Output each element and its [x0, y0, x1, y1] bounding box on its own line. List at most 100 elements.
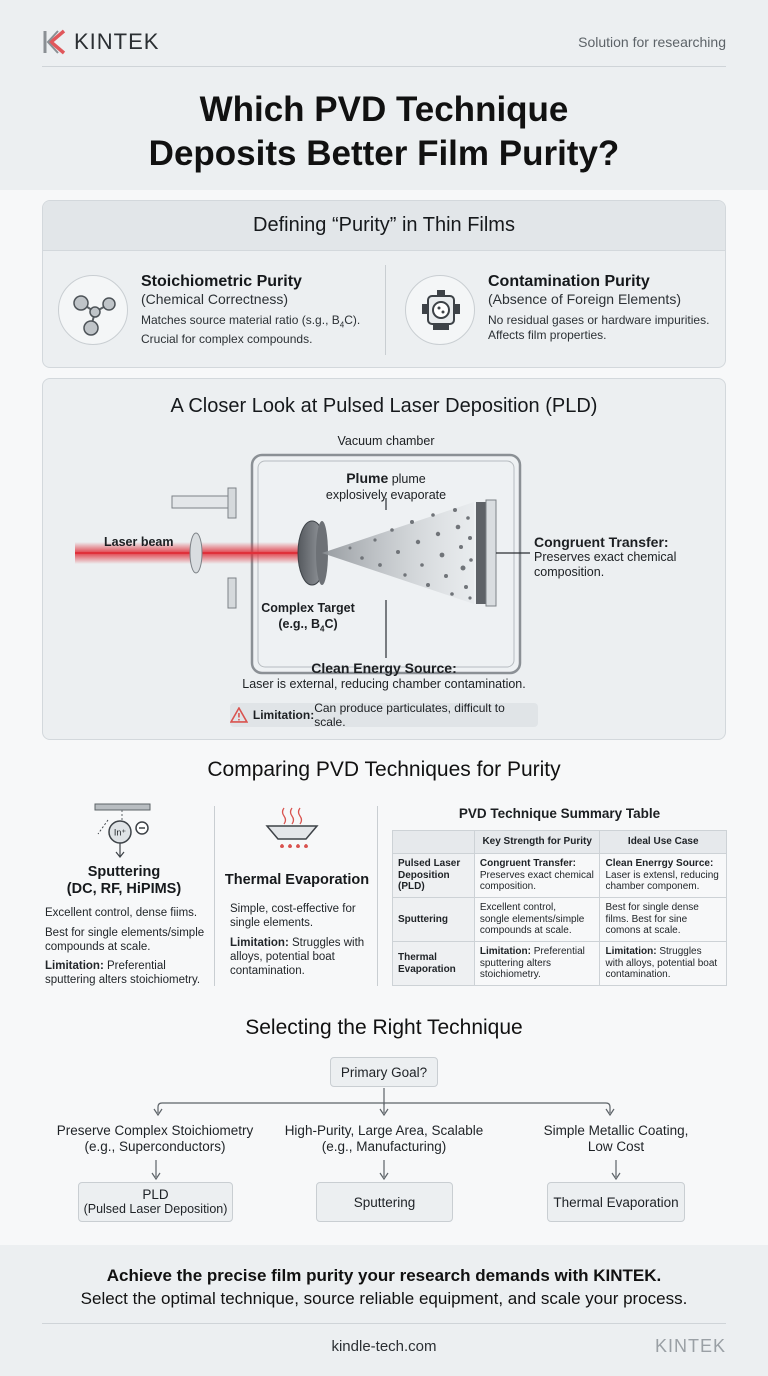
cell-line: compounds at scale. [479, 925, 572, 937]
cell-bold: Limitation: [605, 946, 657, 958]
divider [42, 1323, 726, 1324]
thermal-text1a: Simple, cost-effective for [230, 903, 356, 915]
table-row: Sputtering Excellent control, songle ele… [392, 897, 727, 942]
table-header [392, 830, 475, 854]
contam-subtitle: (Absence of Foreign Elements) [488, 291, 681, 307]
compare-heading: Comparing PVD Techniques for Purity [207, 758, 561, 781]
header-band [0, 0, 768, 190]
target-label: Complex Target (e.g., B4C) [258, 600, 358, 638]
sputtering-text1: Excellent control, dense fiims. [45, 907, 198, 919]
branch-label-line: High-Purity, Large Area, Scalable [284, 1123, 484, 1138]
section-heading: Defining “Purity” in Thin Films [253, 214, 515, 236]
cell-bold: Congruent Transfer: [479, 858, 576, 870]
clean-desc: Laser is external, reducing chamber cont… [242, 677, 526, 691]
table-header: Key Strength for Purity [473, 830, 601, 854]
result-label: Thermal Evaporation [553, 1194, 679, 1210]
table-cell: Congruent Transfer: Preserves exact chem… [473, 853, 601, 898]
congruent-line2: composition. [534, 565, 605, 579]
row-name: Thermal Evaporation [392, 941, 475, 986]
clean-title: Clean Energy Source: [311, 660, 457, 676]
cell-line: Laser is extensl, reducing [605, 869, 719, 881]
stoich-desc-pre: Matches source material ratio (s.g., B [141, 313, 340, 327]
thermal-title: Thermal Evaporation [224, 872, 370, 888]
branch-label-line: Low Cost [587, 1139, 645, 1154]
branch-label-line: Preserve Complex Stoichiometry [56, 1123, 254, 1138]
table-cell: Limitation: Struggles with alloys, poten… [599, 941, 727, 986]
stoichiometric-purity: Stoichiometric Purity (Chemical Correctn… [141, 273, 381, 347]
cell-rest: Preferential [530, 946, 585, 958]
target-line2-post: C) [324, 617, 338, 631]
cell-rest: Struggles [656, 946, 702, 958]
cell-line: stoichiometry. [479, 969, 541, 981]
table-cell: Best for single dense films. Best for si… [599, 897, 727, 942]
branch-label-stoichiometry: Preserve Complex Stoichiometry (e.g., Su… [50, 1123, 260, 1155]
flow-connectors [151, 1088, 621, 1181]
row-name: Sputtering [392, 897, 475, 942]
laser-label: Laser beam [104, 535, 174, 549]
target-line1: Complex Target [261, 601, 355, 615]
sputtering-title-line2: (DC, RF, HiPIMS) [66, 881, 182, 897]
clean-energy: Clean Energy Source: Laser is external, … [200, 660, 568, 692]
sputtering-title: Sputtering (DC, RF, HiPIMS) [42, 864, 206, 898]
panel-header: Defining “Purity” in Thin Films [43, 201, 725, 251]
contam-desc: No residual gases or hardware impurities… [488, 313, 723, 343]
cell-line: Excellent control, [479, 902, 557, 914]
cell-bold: Limitation: [479, 946, 531, 958]
branch-label-line: Simple Metallic Coating, [543, 1123, 689, 1138]
footer-band [0, 1245, 768, 1376]
table-header: Ideal Use Case [599, 830, 727, 854]
divider [42, 66, 726, 67]
table-title: PVD Technique Summary Table [458, 806, 661, 821]
cta-line1: Achieve the precise film purity your res… [106, 1266, 662, 1285]
table-row: Pulsed Laser Deposition (PLD) Congruent … [392, 853, 727, 898]
summary-table: Key Strength for Purity Ideal Use Case P… [392, 830, 727, 986]
sputtering-text2a: Best for single elements/simple [45, 927, 205, 939]
cell-line: Best for single dense [605, 902, 699, 914]
table-header-row: Key Strength for Purity Ideal Use Case [392, 830, 727, 854]
cell-line: comons at scale. [605, 925, 681, 937]
row-name: Pulsed Laser Deposition (PLD) [392, 853, 475, 898]
substrate [476, 502, 486, 604]
column-divider [377, 806, 378, 986]
limitation-text: Can produce particulates, difficult to s… [314, 701, 505, 729]
thermal-evaporation-icon [265, 807, 319, 848]
stoich-desc-post: C). [344, 313, 361, 327]
cell-line: chamber componem. [605, 881, 700, 893]
row-name-line: Sputtering [398, 913, 448, 925]
branch-label-line: (e.g., Superconductors) [84, 1139, 226, 1154]
page-title: Which PVD Technique Deposits Better Film… [60, 88, 708, 176]
cell-line: composition. [479, 881, 537, 893]
branch-label-scalable: High-Purity, Large Area, Scalable (e.g.,… [274, 1123, 494, 1155]
target-line2-pre: (e.g., B [278, 617, 320, 631]
cell-bold: Clean Enerrgy Source: [605, 858, 714, 870]
limitation-badge: Limitation: Can produce particulates, di… [230, 701, 538, 729]
contam-title: Contamination Purity [488, 273, 650, 290]
table-cell: Excellent control, songle elements/simpl… [473, 897, 601, 942]
sputtering-limit-label: Limitation: [45, 960, 104, 972]
site-link[interactable]: kindle-tech.com [331, 1338, 437, 1355]
kintek-logo-icon [43, 29, 66, 55]
warning-icon [230, 707, 248, 723]
stoich-subtitle: (Chemical Correctness) [141, 291, 289, 307]
column-divider [385, 265, 386, 355]
molecule-icon [58, 275, 128, 345]
sputtering-ion-label: In⁺ [114, 828, 127, 838]
congruent-title: Congruent Transfer: [534, 534, 669, 550]
cell-line: with alloys, potential boat [605, 957, 718, 969]
page-title-line1: Which PVD Technique [199, 90, 569, 129]
result-label: Sputtering [353, 1194, 416, 1210]
chamber-label: Vacuum chamber [337, 434, 435, 448]
contam-desc2: Affects film properties. [488, 328, 607, 342]
contam-desc1: No residual gases or hardware impurities… [488, 313, 710, 327]
logo[interactable]: KINTEK [42, 28, 159, 56]
thermal-limit-label: Limitation: [230, 937, 289, 949]
result-box-pld: PLD (Pulsed Laser Deposition) [78, 1182, 233, 1222]
pld-diagram [75, 453, 530, 675]
result-sublabel: (Pulsed Laser Deposition) [83, 1202, 228, 1216]
branch-label-lowcost: Simple Metallic Coating, Low Cost [520, 1123, 712, 1155]
row-name-line: Evaporation [398, 963, 456, 975]
branch-label-line: (e.g., Manufacturing) [321, 1139, 447, 1154]
vacuum-chamber-icon [405, 275, 475, 345]
sputtering-text2b: compounds at scale. [45, 941, 151, 953]
primary-goal-box: Primary Goal? [330, 1057, 438, 1087]
